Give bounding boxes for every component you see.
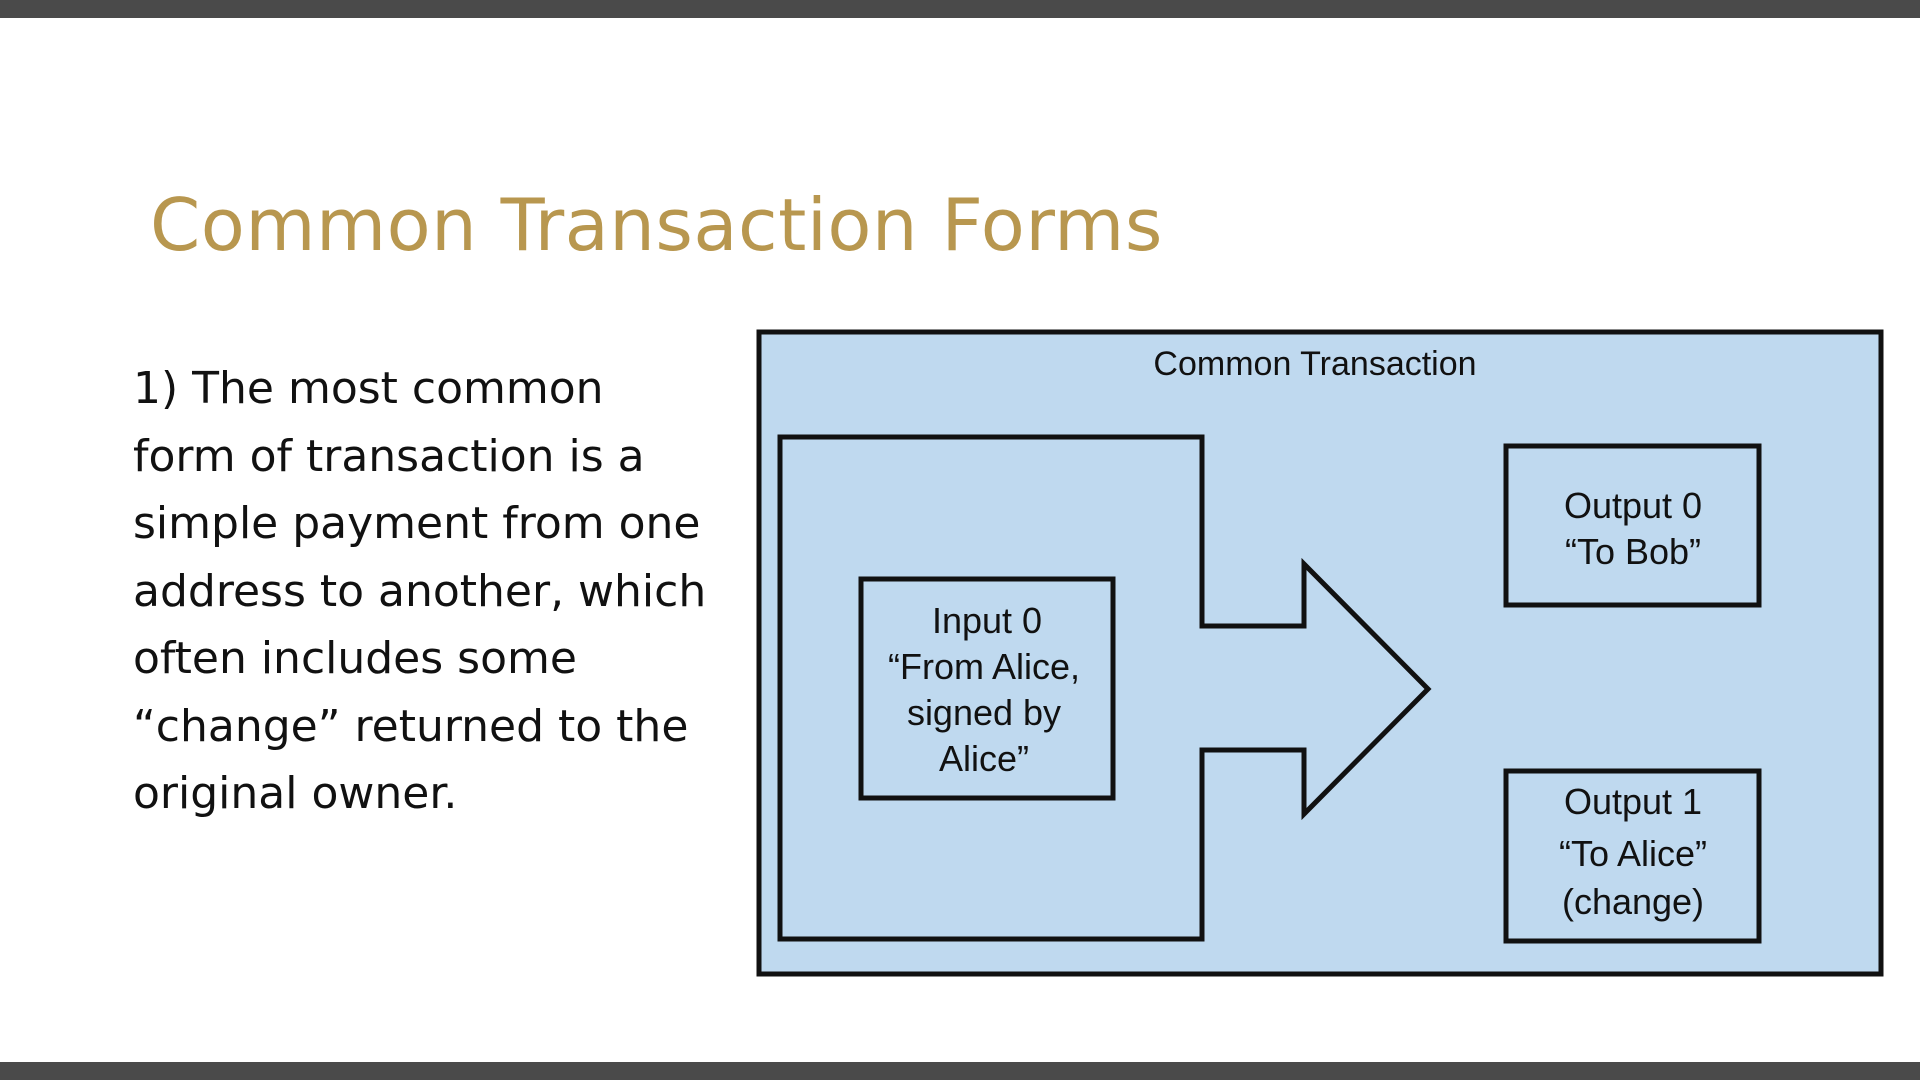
output-1-line: “To Alice” [1559, 833, 1707, 874]
window-bottom-bar [0, 1062, 1920, 1080]
window-top-bar [0, 0, 1920, 18]
output-0-line: Output 0 [1564, 485, 1702, 526]
input-0-line: Input 0 [932, 600, 1042, 641]
diagram-title: Common Transaction [1153, 345, 1476, 383]
input-0-line: signed by [907, 692, 1061, 733]
output-0-box: Output 0 “To Bob” [1503, 443, 1762, 608]
input-0-box: Input 0 “From Alice, signed by Alice” [858, 576, 1116, 801]
output-1-box: Output 1 “To Alice” (change) [1503, 768, 1762, 944]
slide-title: Common Transaction Forms [150, 183, 1163, 267]
input-0-line: Alice” [939, 738, 1029, 779]
slide-body-text: 1) The most common form of transaction i… [133, 363, 707, 819]
output-0-line: “To Bob” [1565, 531, 1701, 572]
input-0-line: “From Alice, [888, 646, 1080, 687]
output-1-line: (change) [1562, 881, 1704, 922]
output-1-line: Output 1 [1564, 781, 1702, 822]
